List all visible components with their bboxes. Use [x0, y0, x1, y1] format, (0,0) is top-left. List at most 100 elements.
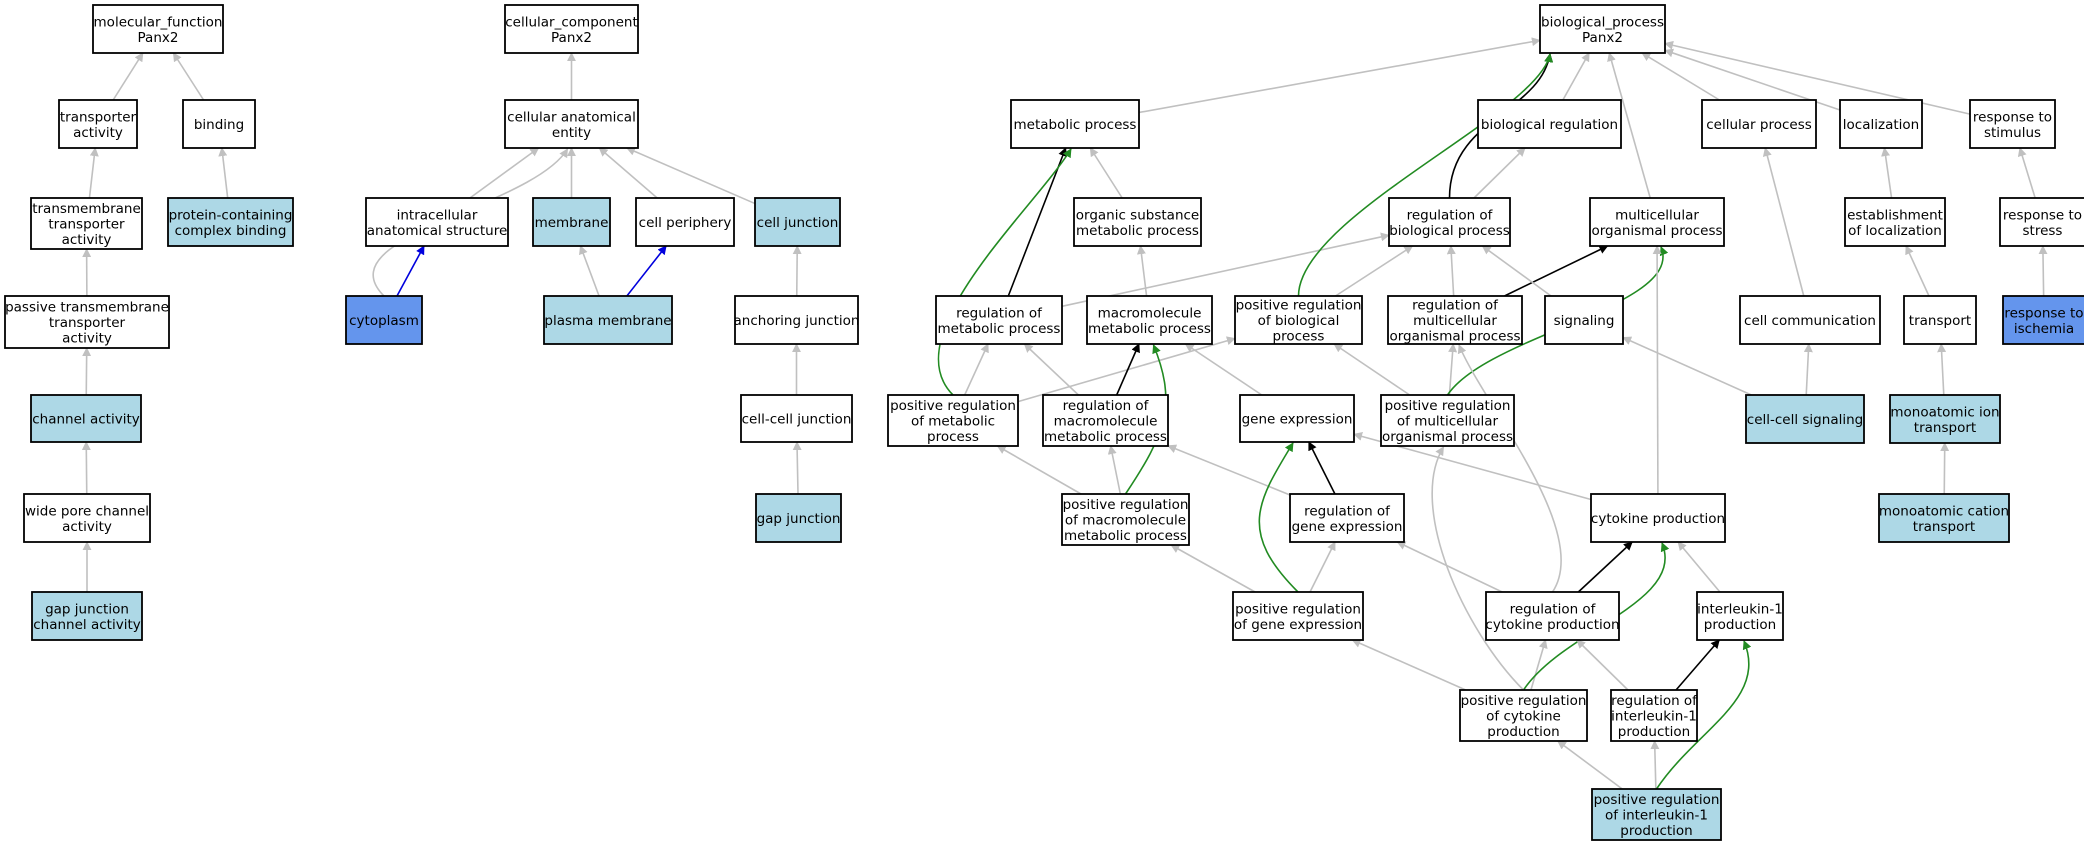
node-box	[1010, 99, 1140, 149]
go-term-node-bio-regulation[interactable]: biological regulation	[1477, 99, 1622, 149]
node-label-line: channel activity	[33, 617, 140, 633]
node-label-line: cell junction	[757, 215, 839, 231]
go-term-node-transport[interactable]: transport	[1903, 295, 1977, 345]
go-term-node-metabolic-process[interactable]: metabolic process	[1010, 99, 1140, 149]
edge-cell-cell-signaling-to-signaling	[1622, 336, 1752, 396]
node-box	[543, 295, 673, 345]
node-label-line: intracellular	[397, 207, 478, 223]
node-box	[1073, 197, 1202, 247]
node-box	[1889, 394, 2001, 444]
go-term-node-channel-activity[interactable]: channel activity	[30, 394, 142, 443]
node-label-line: metabolic process	[1076, 223, 1199, 239]
go-term-node-membrane[interactable]: membrane	[532, 197, 611, 247]
node-label-line: interleukin-1	[1611, 709, 1697, 725]
node-label-line: activity	[73, 125, 123, 141]
go-term-node-plasma-membrane[interactable]: plasma membrane	[543, 295, 673, 345]
node-label-line: membrane	[535, 215, 609, 231]
node-label-line: Panx2	[138, 30, 179, 46]
node-label-line: gene expression	[1292, 519, 1403, 535]
node-label-line: cytokine production	[1485, 617, 1619, 633]
go-term-node-cell-periphery[interactable]: cell periphery	[635, 197, 735, 247]
go-term-node-cell-communication[interactable]: cell communication	[1739, 295, 1881, 345]
node-box	[1387, 295, 1523, 345]
edge-reg-cytokine-to-reg-multicellular	[1457, 344, 1562, 593]
node-label-line: production	[1620, 823, 1693, 839]
edge-pos-reg-il1-to-il1-production	[1655, 640, 1752, 790]
edge-pos-reg-metabolic-to-pos-reg-bio	[1017, 336, 1236, 403]
node-box	[504, 99, 639, 149]
node-label-line: of metabolic	[911, 414, 995, 430]
node-label-line: of multicellular	[1397, 414, 1499, 430]
edge-pos-reg-multicellular-to-reg-multicellular	[1448, 343, 1458, 396]
node-box	[1380, 394, 1515, 447]
node-label-line: macromolecule	[1054, 414, 1158, 430]
node-box	[1477, 99, 1622, 149]
node-label-line: monoatomic cation	[1879, 503, 2009, 519]
go-term-node-cell-cell-junction[interactable]: cell-cell junction	[740, 394, 853, 443]
node-label-line: cytoplasm	[349, 313, 419, 329]
go-term-node-gene-expression[interactable]: gene expression	[1239, 394, 1355, 443]
go-term-node-localization[interactable]: localization	[1839, 99, 1923, 149]
node-label-line: signaling	[1554, 313, 1615, 329]
go-term-node-cell-cell-signaling[interactable]: cell-cell signaling	[1745, 394, 1865, 444]
go-term-node-cell-junction[interactable]: cell junction	[754, 197, 841, 247]
node-label-line: biological regulation	[1481, 117, 1618, 133]
go-term-node-signaling[interactable]: signaling	[1544, 295, 1624, 345]
edge-intracellular-to-cell-anat-entity	[469, 147, 540, 199]
edge-cellular-process-to-bp	[1641, 52, 1720, 101]
go-term-node-cytoplasm[interactable]: cytoplasm	[345, 295, 423, 345]
node-box	[1232, 591, 1364, 641]
edge-cytoplasm-to-intracellular	[396, 245, 425, 297]
edge-pos-reg-il1-to-pos-reg-cytokine	[1557, 740, 1623, 790]
node-label-line: complex binding	[175, 223, 287, 239]
edge-reg-macromolecule-to-macromolecule-metabolic	[1115, 343, 1140, 396]
go-term-node-binding[interactable]: binding	[182, 99, 256, 149]
go-term-node-cellular-process[interactable]: cellular process	[1701, 99, 1817, 149]
edge-reg-metabolic-to-metabolic-process	[1007, 147, 1067, 297]
go-term-node-anchoring-junction[interactable]: anchoring junction	[734, 295, 860, 345]
go-term-node-cytokine-production[interactable]: cytokine production	[1590, 493, 1726, 543]
go-term-node-gap-junction[interactable]: gap junction	[755, 493, 842, 543]
edge-pos-reg-gene-expression-to-gene-expression	[1258, 442, 1299, 593]
node-box	[1878, 493, 2010, 543]
node-label-line: cell communication	[1744, 313, 1876, 329]
edge-multicellular-to-bp	[1607, 52, 1651, 199]
node-label-line: ischemia	[2014, 321, 2074, 337]
